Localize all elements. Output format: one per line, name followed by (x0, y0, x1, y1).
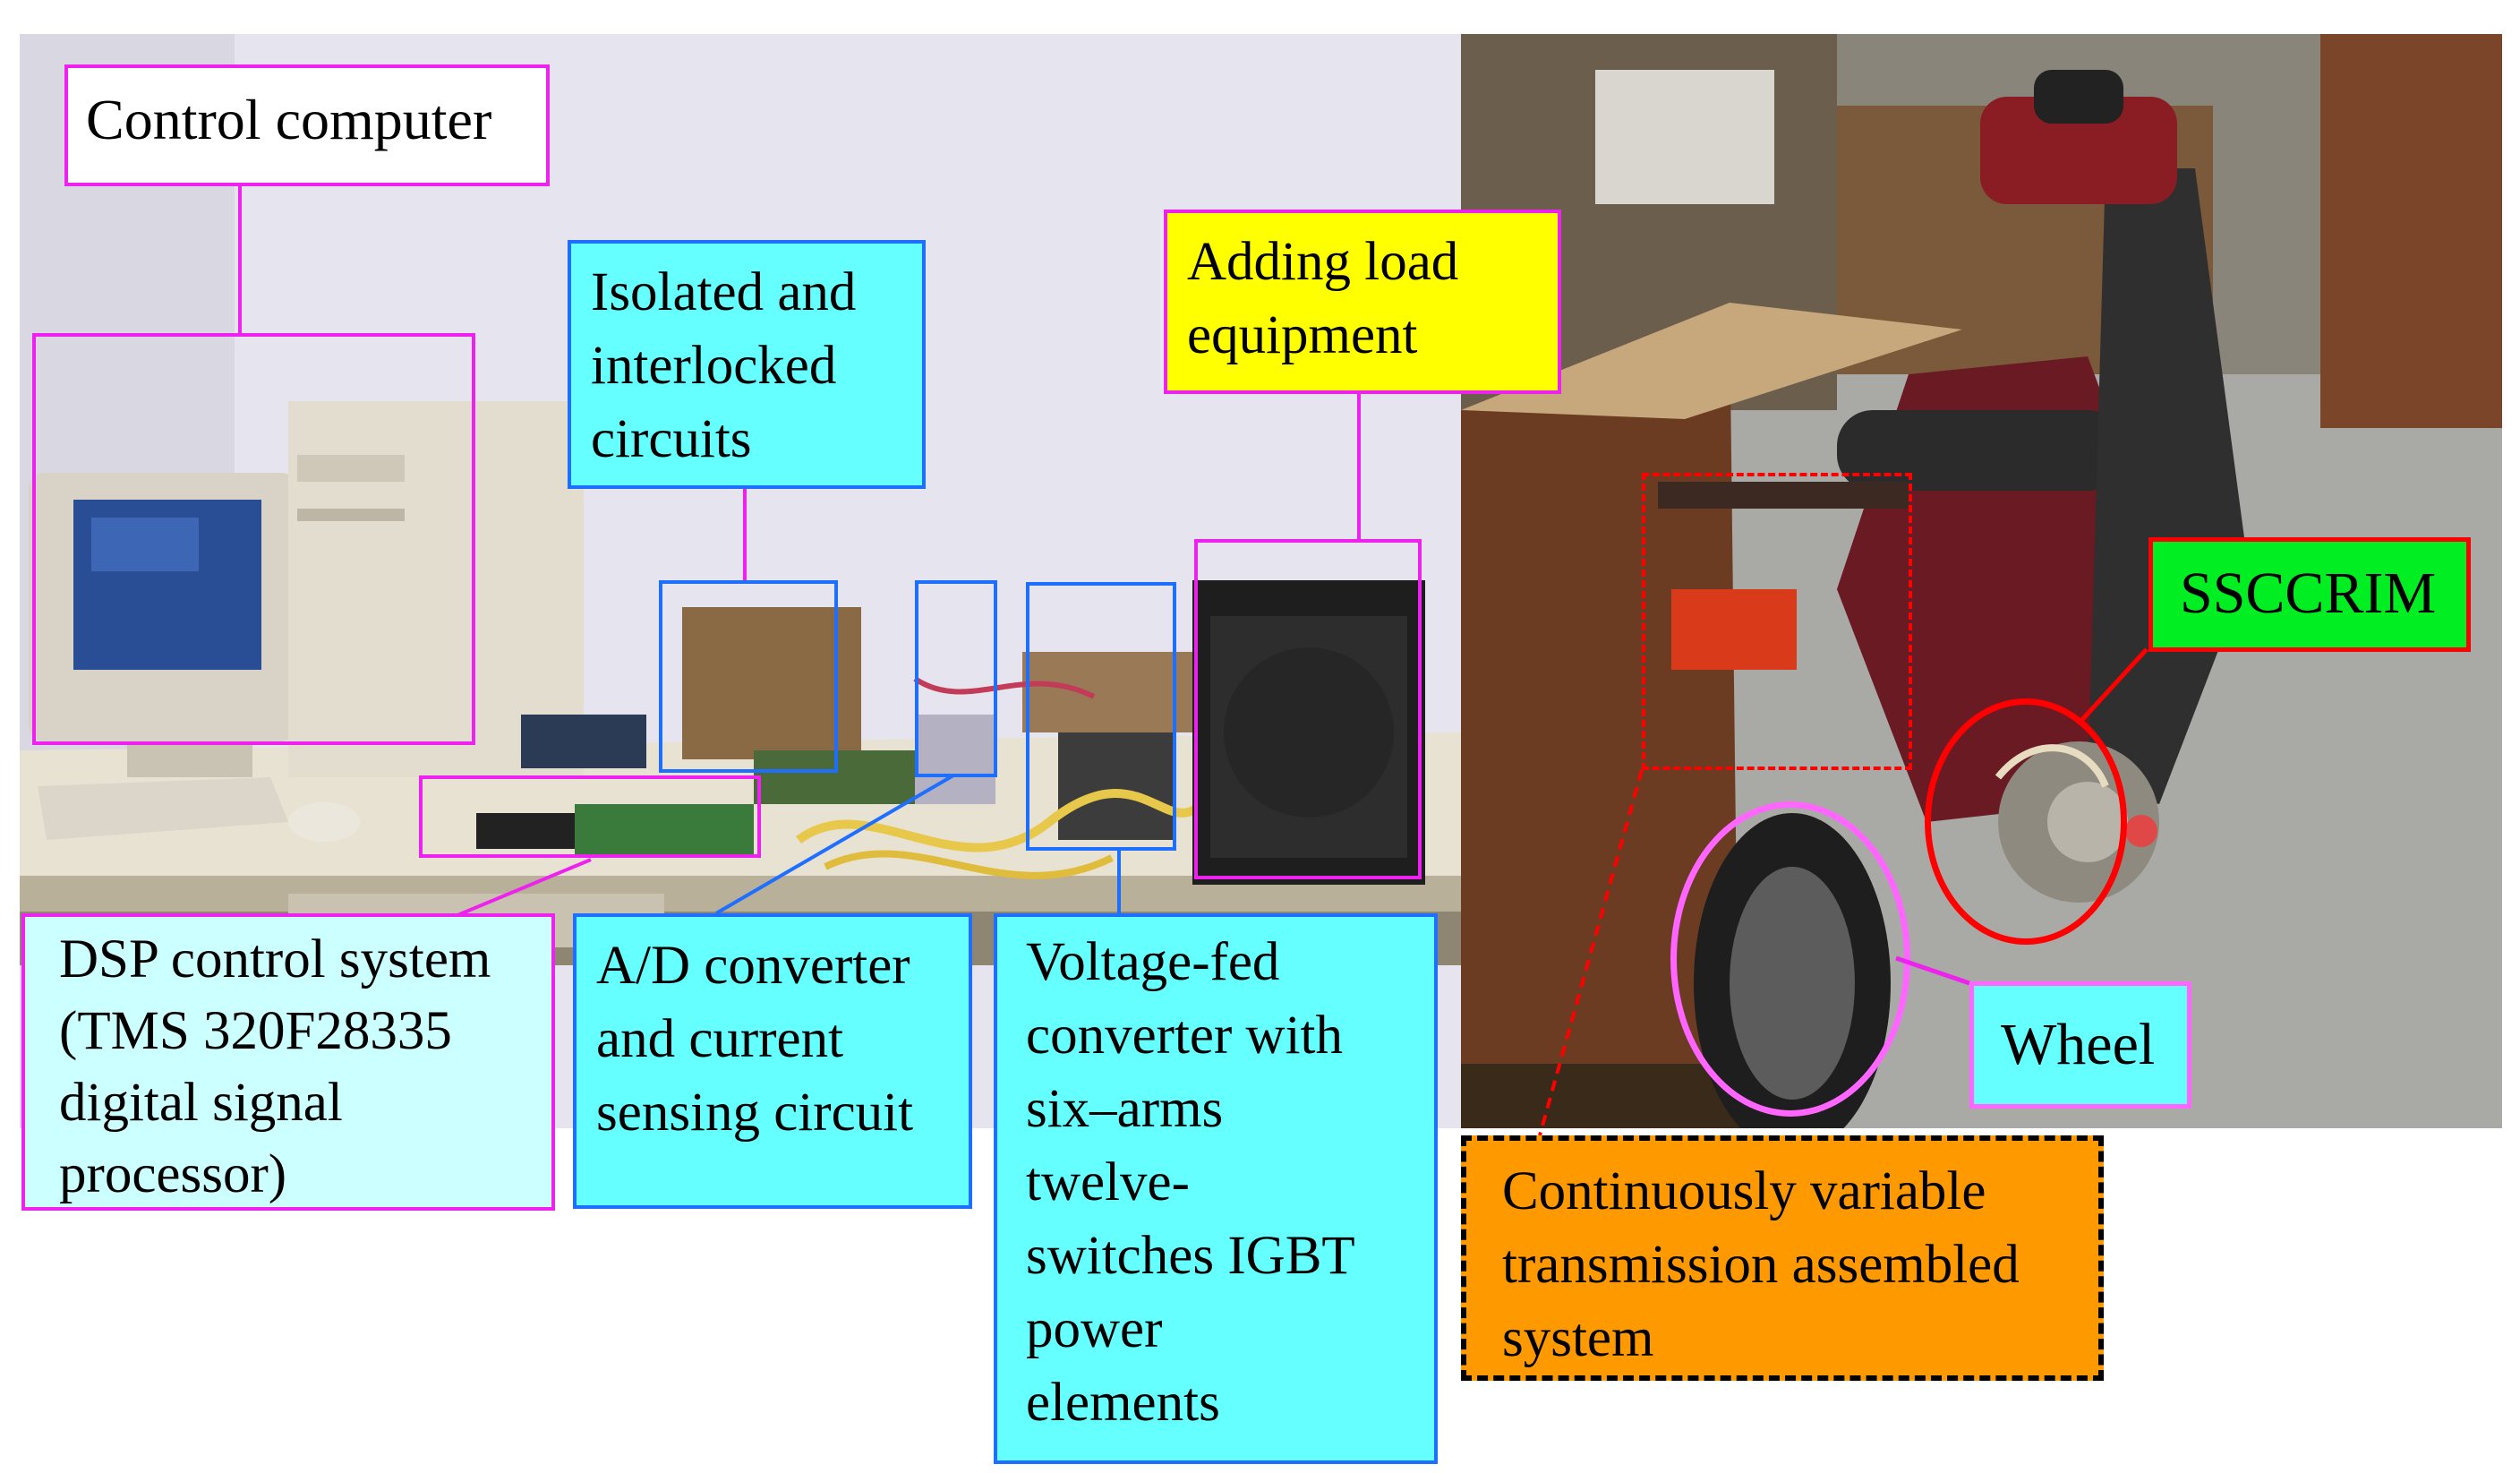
ad-converter-label: A/D converter and current sensing circui… (573, 913, 972, 1209)
control-computer-highlight (32, 333, 475, 745)
ad-converter-highlight (915, 580, 997, 777)
isolated-circuits-highlight (659, 580, 838, 773)
cvt-system-label: Continuously variable transmission assem… (1461, 1135, 2104, 1381)
dsp-board-highlight (419, 775, 761, 858)
dsp-control-system-label: DSP control system (TMS 320F28335 digita… (21, 913, 555, 1211)
wheel-label: Wheel (1969, 981, 2191, 1109)
adding-load-label: Adding load equipment (1164, 210, 1561, 394)
sscrim-motor-highlight (1925, 698, 2127, 945)
wheel-highlight (1670, 801, 1910, 1117)
isolated-interlocked-label: Isolated and interlocked circuits (568, 240, 926, 489)
control-computer-label: Control computer (64, 64, 550, 186)
cvt-highlight (1642, 473, 1912, 770)
sscrim-label: SSCCRIM (2148, 537, 2471, 652)
scooter-photo (1461, 34, 2502, 1128)
igbt-converter-highlight (1026, 582, 1176, 851)
voltage-fed-converter-label: Voltage-fed converter with six–arms twel… (994, 913, 1438, 1464)
load-equipment-highlight (1194, 539, 1422, 879)
